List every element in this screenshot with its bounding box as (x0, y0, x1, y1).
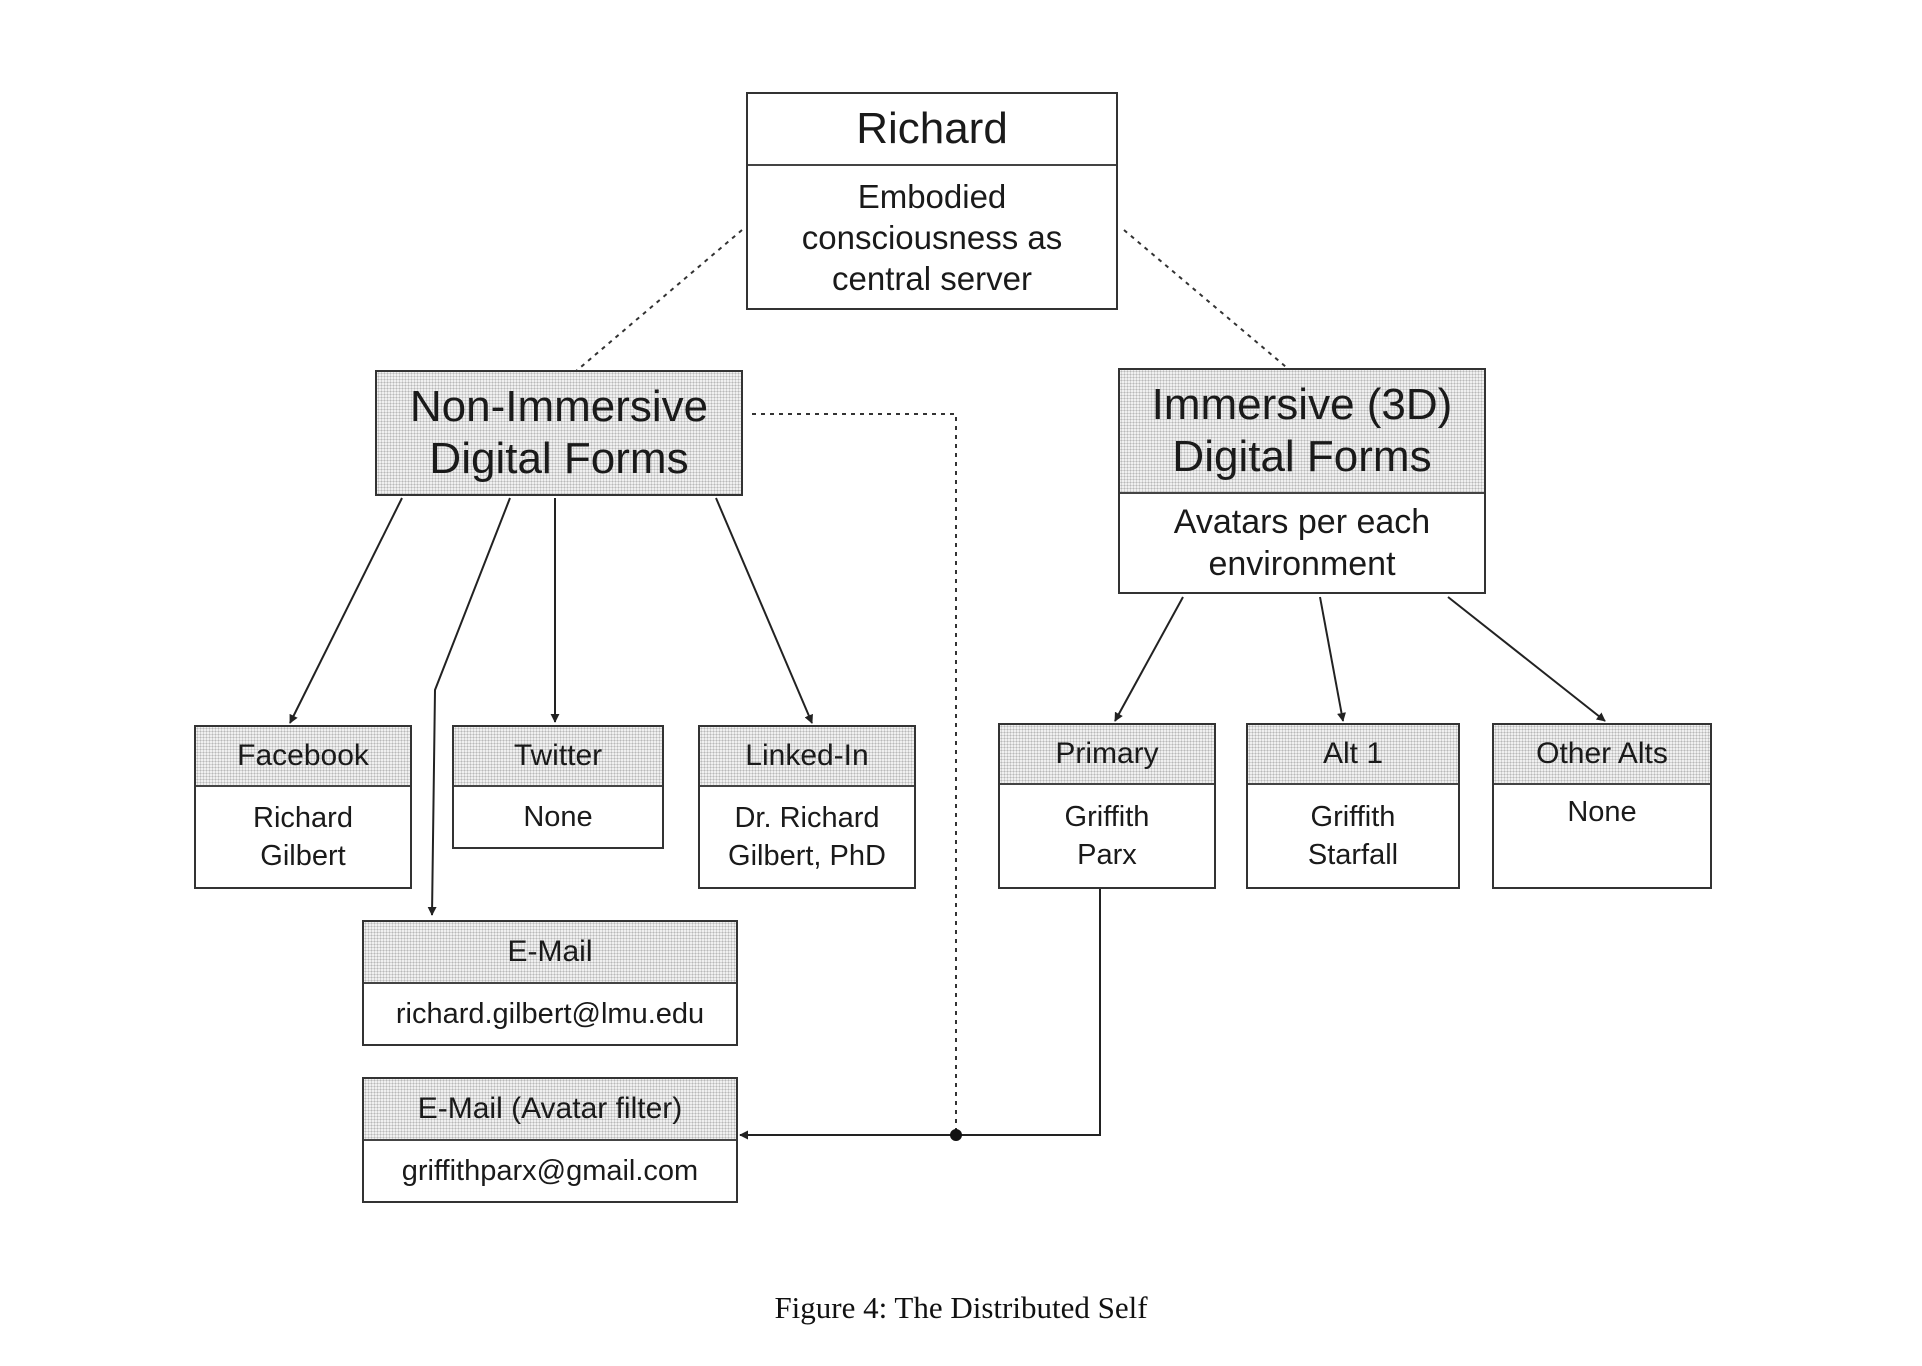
arrow-to-primary (1114, 596, 1184, 722)
email-avatar-filter-body: griffithparx@gmail.com (401, 1155, 699, 1187)
junction-dot (950, 1129, 962, 1141)
email-node: E-Mail richard.gilbert@lmu.edu (362, 920, 738, 1046)
immersive-title: Immersive (3D) Digital Forms (1120, 370, 1484, 494)
other-alts-body: None (1567, 796, 1637, 828)
root-node: Richard Embodied consciousness as centra… (746, 92, 1118, 310)
alt1-title: Alt 1 (1248, 725, 1458, 785)
arrow-to-facebook (289, 497, 403, 724)
non-immersive-title: Non-Immersive Digital Forms (377, 372, 741, 494)
root-body: Embodied consciousness as central server (801, 177, 1063, 297)
twitter-body: None (523, 801, 593, 833)
email-body: richard.gilbert@lmu.edu (395, 998, 705, 1030)
other-alts-title: Other Alts (1494, 725, 1710, 785)
arrow-to-linkedin (715, 497, 813, 724)
arrow-to-email (427, 497, 511, 916)
root-to-non-immersive-link (574, 229, 743, 373)
alt1-node: Alt 1 Griffith Starfall (1246, 723, 1460, 889)
arrow-to-alt1 (1319, 596, 1346, 722)
non-immersive-to-junction-link (752, 413, 957, 1135)
primary-to-email-avatar-link (739, 889, 1101, 1140)
linkedin-title: Linked-In (700, 727, 914, 787)
twitter-title: Twitter (454, 727, 662, 787)
email-avatar-filter-title: E-Mail (Avatar filter) (364, 1079, 736, 1141)
figure-caption: Figure 4: The Distributed Self (774, 1290, 1148, 1325)
facebook-body: Richard Gilbert (253, 802, 353, 872)
alt1-body: Griffith Starfall (1307, 801, 1399, 871)
root-to-immersive-link (1123, 229, 1293, 373)
facebook-node: Facebook Richard Gilbert (194, 725, 412, 889)
facebook-title: Facebook (196, 727, 410, 787)
linkedin-node: Linked-In Dr. Richard Gilbert, PhD (698, 725, 916, 889)
other-alts-node: Other Alts None (1492, 723, 1712, 889)
email-avatar-filter-node: E-Mail (Avatar filter) griffithparx@gmai… (362, 1077, 738, 1203)
immersive-body: Avatars per each environment (1173, 503, 1431, 583)
primary-node: Primary Griffith Parx (998, 723, 1216, 889)
primary-body: Griffith Parx (1064, 801, 1150, 871)
email-title: E-Mail (364, 922, 736, 984)
linkedin-body: Dr. Richard Gilbert, PhD (728, 802, 886, 872)
twitter-node: Twitter None (452, 725, 664, 849)
primary-title: Primary (1000, 725, 1214, 785)
root-title: Richard (748, 94, 1116, 166)
arrow-to-other-alts (1447, 596, 1606, 722)
non-immersive-node: Non-Immersive Digital Forms (375, 370, 743, 496)
immersive-node: Immersive (3D) Digital Forms Avatars per… (1118, 368, 1486, 594)
